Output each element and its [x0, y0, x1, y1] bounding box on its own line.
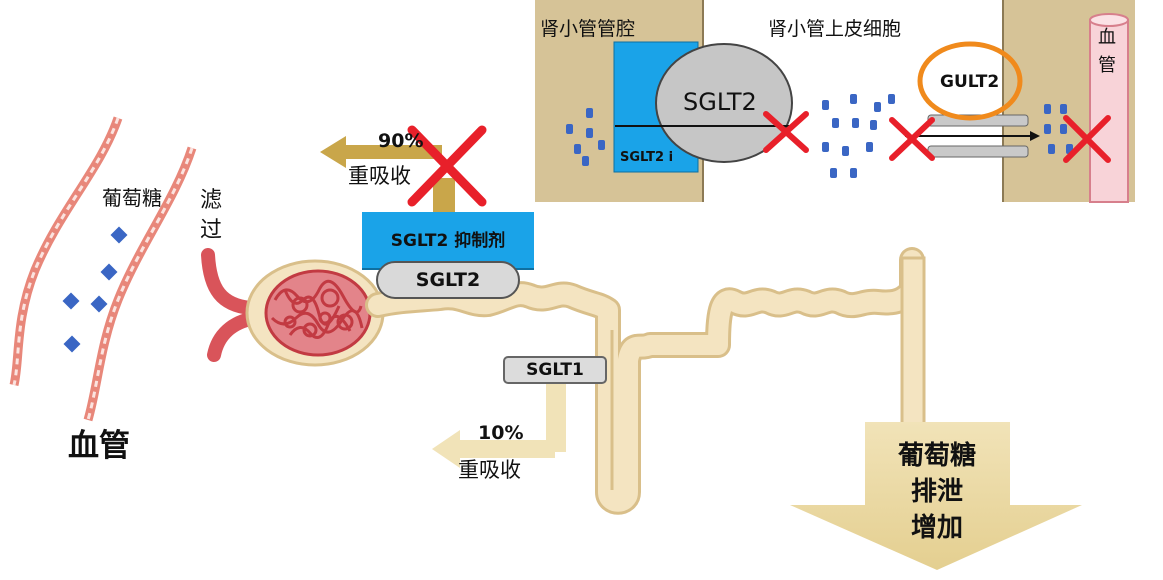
inset-vessel-label-1: 血	[1098, 27, 1116, 48]
reabsorption-90-label: 重吸收	[348, 164, 411, 188]
inset-sglt2i-label: SGLT2 i	[620, 150, 674, 165]
reabsorption-10-label: 重吸收	[458, 458, 521, 482]
inset-epithelium-label: 肾小管上皮细胞	[768, 18, 902, 40]
reabsorption-90-arrow	[320, 136, 455, 214]
inset-sglt2-label: SGLT2	[683, 88, 757, 116]
excretion-line-2: 排泄	[910, 477, 963, 507]
sglt2-inhibitor-box: SGLT2 抑制剂	[362, 212, 534, 270]
sglt1-transporter: SGLT1	[503, 356, 607, 384]
sglt2-inhibitor-label: SGLT2 抑制剂	[390, 231, 506, 251]
excretion-line-3: 增加	[910, 513, 963, 543]
glucose-excretion-arrow	[790, 422, 1082, 570]
vessel-glucose-dots	[62, 226, 128, 353]
inset-glucose-dots	[566, 94, 1073, 178]
inset-lumen-label: 肾小管管腔	[540, 18, 636, 40]
inset-glut2-label: GULT2	[940, 72, 1000, 92]
nephron-tubule	[245, 247, 926, 515]
reabsorption-10-percent: 10%	[478, 422, 524, 444]
glucose-label: 葡萄糖	[102, 186, 162, 210]
inset-vessel-label-2: 管	[1098, 55, 1116, 76]
reabsorption-10-arrow	[432, 380, 566, 468]
blocked-cross	[407, 125, 487, 207]
sglt2-transporter: SGLT2	[376, 261, 520, 299]
reabsorption-90-percent: 90%	[378, 130, 424, 152]
inset-vessel-label: 血 管	[1098, 24, 1116, 80]
glucose-excretion-text: 葡萄糖 排泄 增加	[880, 438, 994, 546]
inset-block-crosses	[763, 111, 1111, 163]
blood-vessel	[9, 116, 197, 422]
vessel-label: 血管	[68, 428, 130, 464]
excretion-line-1: 葡萄糖	[897, 441, 976, 471]
filtration-label: 滤过	[200, 188, 223, 243]
